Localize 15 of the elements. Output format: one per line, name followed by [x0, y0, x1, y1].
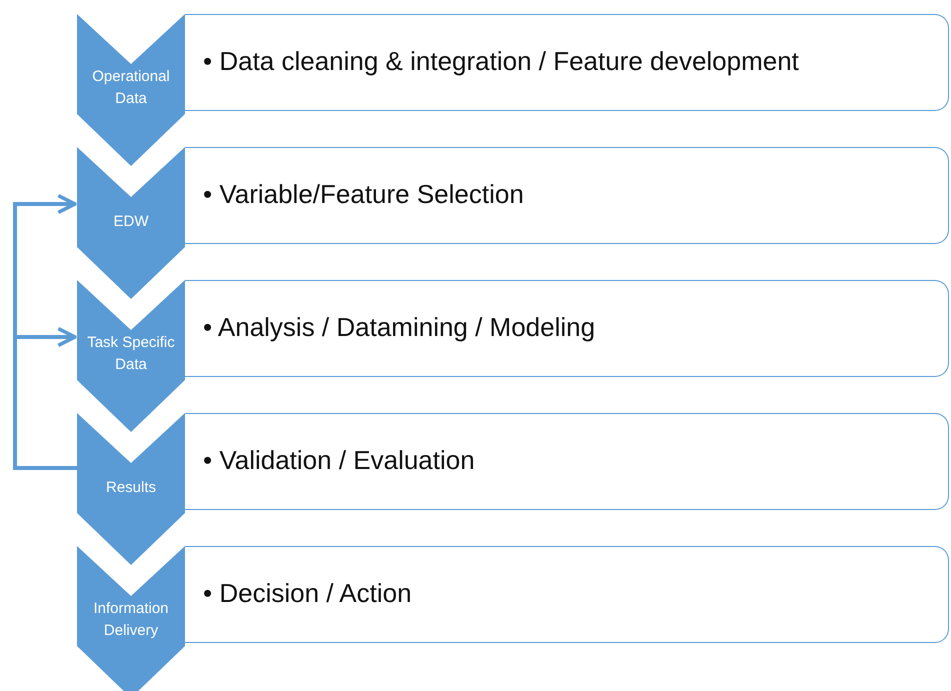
bullet-item: • Decision / Action [203, 577, 412, 609]
bullet-item: • Data cleaning & integration / Feature development [203, 45, 799, 77]
chevron-label: Information Delivery [92, 599, 170, 641]
chevron-label: Operational Data [91, 67, 171, 109]
chevron-label: EDW [112, 212, 150, 232]
step-box [185, 147, 949, 244]
bullet-item: • Validation / Evaluation [203, 444, 475, 476]
chevron-label: Results [104, 478, 158, 498]
bullet-item: • Analysis / Datamining / Modeling [203, 311, 596, 343]
chevron-label: Task Specific Data [86, 333, 176, 375]
step-box [185, 413, 949, 510]
step-box [185, 280, 949, 377]
step-box [185, 14, 949, 111]
step-box [185, 546, 949, 643]
bullet-item: • Variable/Feature Selection [203, 178, 524, 210]
